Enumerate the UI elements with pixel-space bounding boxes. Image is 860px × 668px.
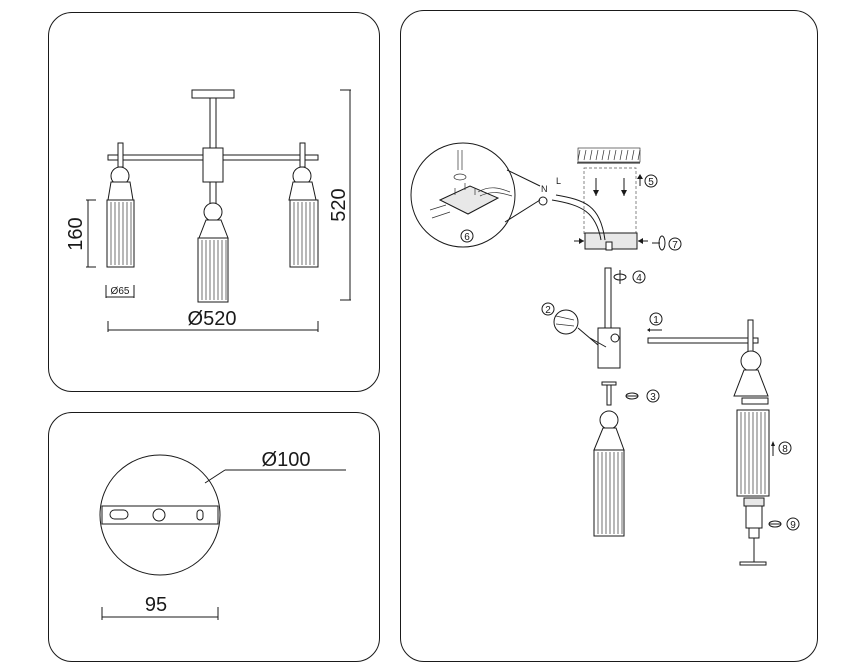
step1-label: 1 <box>653 315 659 326</box>
step4-rotate-icon <box>613 270 627 284</box>
bulb-holder-top <box>743 497 765 507</box>
plate-width-label: 95 <box>145 594 167 616</box>
step7-label: 7 <box>672 240 678 251</box>
bracket-outline <box>583 167 637 235</box>
step4-label: 4 <box>636 273 642 284</box>
canopy-nut <box>605 241 613 251</box>
left-shade <box>106 199 135 268</box>
wire-n-label: N <box>541 184 548 194</box>
bottom-washer <box>739 561 767 566</box>
diameter-leader-diag <box>204 469 226 484</box>
wire-2 <box>551 199 602 241</box>
lower-shade <box>593 449 625 537</box>
step7-rotate-icon <box>652 235 666 251</box>
arm-pendant-shade <box>736 409 770 497</box>
step6-label: 6 <box>464 232 470 243</box>
step3-label: 3 <box>650 392 656 403</box>
bulb-holder <box>745 505 763 529</box>
step1-arrowhead <box>647 328 650 332</box>
step5-arrowhead <box>637 174 643 179</box>
bar-slot-right <box>196 509 204 521</box>
arm-pendant-ball <box>740 350 762 372</box>
wire-1 <box>555 194 606 241</box>
lower-stem <box>606 384 612 406</box>
arm-pendant-stem <box>747 319 754 353</box>
ceiling-hatch <box>577 147 641 164</box>
step6-badge <box>460 229 474 243</box>
span-label: Ø520 <box>188 308 237 330</box>
lower-cone <box>593 427 625 451</box>
hub-wire <box>589 337 607 348</box>
step8-label: 8 <box>782 444 788 455</box>
hub-screw <box>610 333 620 343</box>
arm-pendant-cone <box>733 369 769 397</box>
step3-badge <box>646 389 660 403</box>
wire-l-label: L <box>556 176 561 186</box>
shade-diameter-label: Ø65 <box>111 286 130 297</box>
ground-symbol <box>538 196 548 206</box>
step4-badge <box>632 270 646 284</box>
bar-slot-left <box>109 509 129 520</box>
step8-badge <box>778 441 792 455</box>
step1-badge <box>649 312 663 326</box>
socket <box>748 527 760 539</box>
shade-height-label: 160 <box>65 217 87 250</box>
step7-badge <box>668 237 682 251</box>
height-label: 520 <box>328 188 350 221</box>
step8-arrowhead <box>771 441 775 446</box>
step9-badge <box>786 517 800 531</box>
ceiling-screws <box>593 178 627 196</box>
side-arm <box>647 337 759 344</box>
step2-wire-detail <box>553 309 599 346</box>
wiring-detail-bubble <box>410 142 541 248</box>
bar-center-hole <box>152 508 166 522</box>
step2-badge <box>541 302 555 316</box>
step9-rotate-icon <box>768 520 782 528</box>
step3-rotate-icon <box>625 392 639 400</box>
side-screws <box>574 238 648 244</box>
step5-label: 5 <box>648 177 654 188</box>
step5-badge <box>644 174 658 188</box>
center-rod <box>604 267 612 329</box>
arm-pendant-ring <box>741 397 769 405</box>
step2-label: 2 <box>545 305 551 316</box>
lower-ball <box>599 410 619 430</box>
plate-diameter-label: Ø100 <box>262 449 311 471</box>
center-shade <box>197 237 229 303</box>
step9-label: 9 <box>790 520 796 531</box>
right-shade <box>289 199 319 268</box>
